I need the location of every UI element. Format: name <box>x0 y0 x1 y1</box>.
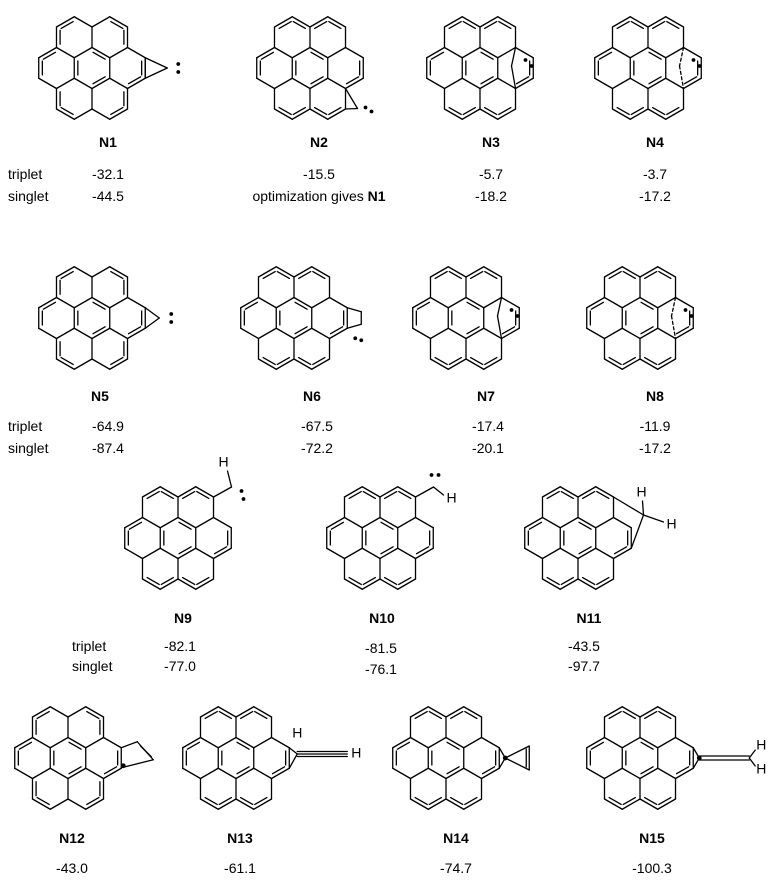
structure-n10: H <box>326 473 457 590</box>
structure-n4 <box>594 16 702 120</box>
n2-singlet-prefix: optimization gives <box>252 188 368 204</box>
row1-triplet-label: triplet <box>8 166 43 182</box>
n2-triplet-value: -15.5 <box>303 166 335 182</box>
compound-label-n4: N4 <box>646 134 664 150</box>
n1-singlet-value: -44.5 <box>92 188 124 204</box>
svg-text:H: H <box>756 761 766 777</box>
compound-label-n13: N13 <box>227 830 253 846</box>
compound-label-n10: N10 <box>369 610 395 626</box>
n4-singlet-value: -17.2 <box>639 188 671 204</box>
n5-triplet-value: -64.9 <box>92 418 124 434</box>
structure-n3 <box>426 16 534 120</box>
n7-triplet-value: -17.4 <box>472 418 504 434</box>
structure-n2 <box>256 16 374 120</box>
n11-triplet-value: -43.5 <box>568 638 600 654</box>
structure-n1 <box>38 16 181 120</box>
structure-n6 <box>240 266 364 370</box>
structure-n12 <box>14 706 154 810</box>
n5-singlet-value: -87.4 <box>92 440 124 456</box>
structure-n7 <box>412 266 520 370</box>
svg-text:H: H <box>351 745 361 761</box>
n1-triplet-value: -32.1 <box>92 166 124 182</box>
row3-singlet-label: singlet <box>72 658 113 674</box>
svg-text:H: H <box>666 516 676 532</box>
compound-label-n1: N1 <box>99 134 117 150</box>
compound-label-n8: N8 <box>646 388 664 404</box>
structure-n14 <box>392 706 530 810</box>
row1-singlet-label: singlet <box>8 188 49 204</box>
n10-triplet-value: -81.5 <box>365 640 397 656</box>
n9-singlet-value: -77.0 <box>164 658 196 674</box>
structure-n8 <box>586 266 694 370</box>
n4-triplet-value: -3.7 <box>642 166 668 182</box>
compound-label-n9: N9 <box>174 610 192 626</box>
row2-singlet-label: singlet <box>8 440 49 456</box>
n9-triplet-value: -82.1 <box>164 638 196 654</box>
svg-text:H: H <box>756 737 766 753</box>
n10-singlet-value: -76.1 <box>365 661 397 677</box>
structure-n13: HH <box>182 706 361 810</box>
structure-n15: HH <box>586 706 766 810</box>
n11-singlet-value: -97.7 <box>568 658 600 674</box>
svg-text:H: H <box>636 484 646 500</box>
n6-singlet-value: -72.2 <box>301 440 333 456</box>
compound-label-n2: N2 <box>310 134 328 150</box>
compound-label-n12: N12 <box>59 830 85 846</box>
n15-value: -100.3 <box>632 860 672 876</box>
compound-label-n3: N3 <box>482 134 500 150</box>
n2-singlet-note: optimization gives N1 <box>219 188 419 204</box>
n3-triplet-value: -5.7 <box>478 166 504 182</box>
row3-triplet-label: triplet <box>72 638 107 654</box>
n14-value: -74.7 <box>440 860 472 876</box>
compound-label-n11: N11 <box>576 610 602 626</box>
n3-singlet-value: -18.2 <box>475 188 507 204</box>
compound-label-n6: N6 <box>303 388 321 404</box>
svg-text:H: H <box>292 724 302 740</box>
compound-label-n7: N7 <box>477 388 495 404</box>
n13-value: -61.1 <box>224 860 256 876</box>
svg-text:H: H <box>446 490 456 506</box>
svg-text:H: H <box>218 454 228 470</box>
structure-n9: H <box>124 454 246 590</box>
compound-label-n14: N14 <box>443 830 469 846</box>
n8-triplet-value: -11.9 <box>639 418 671 434</box>
structure-n5 <box>38 266 174 370</box>
n2-singlet-ref: N1 <box>367 188 386 204</box>
n7-singlet-value: -20.1 <box>472 440 504 456</box>
compound-label-n15: N15 <box>639 830 665 846</box>
row2-triplet-label: triplet <box>8 418 43 434</box>
structure-n11: HH <box>524 484 677 590</box>
n6-triplet-value: -67.5 <box>301 418 333 434</box>
n12-value: -43.0 <box>56 860 88 876</box>
n8-singlet-value: -17.2 <box>639 440 671 456</box>
compound-label-n5: N5 <box>91 388 109 404</box>
